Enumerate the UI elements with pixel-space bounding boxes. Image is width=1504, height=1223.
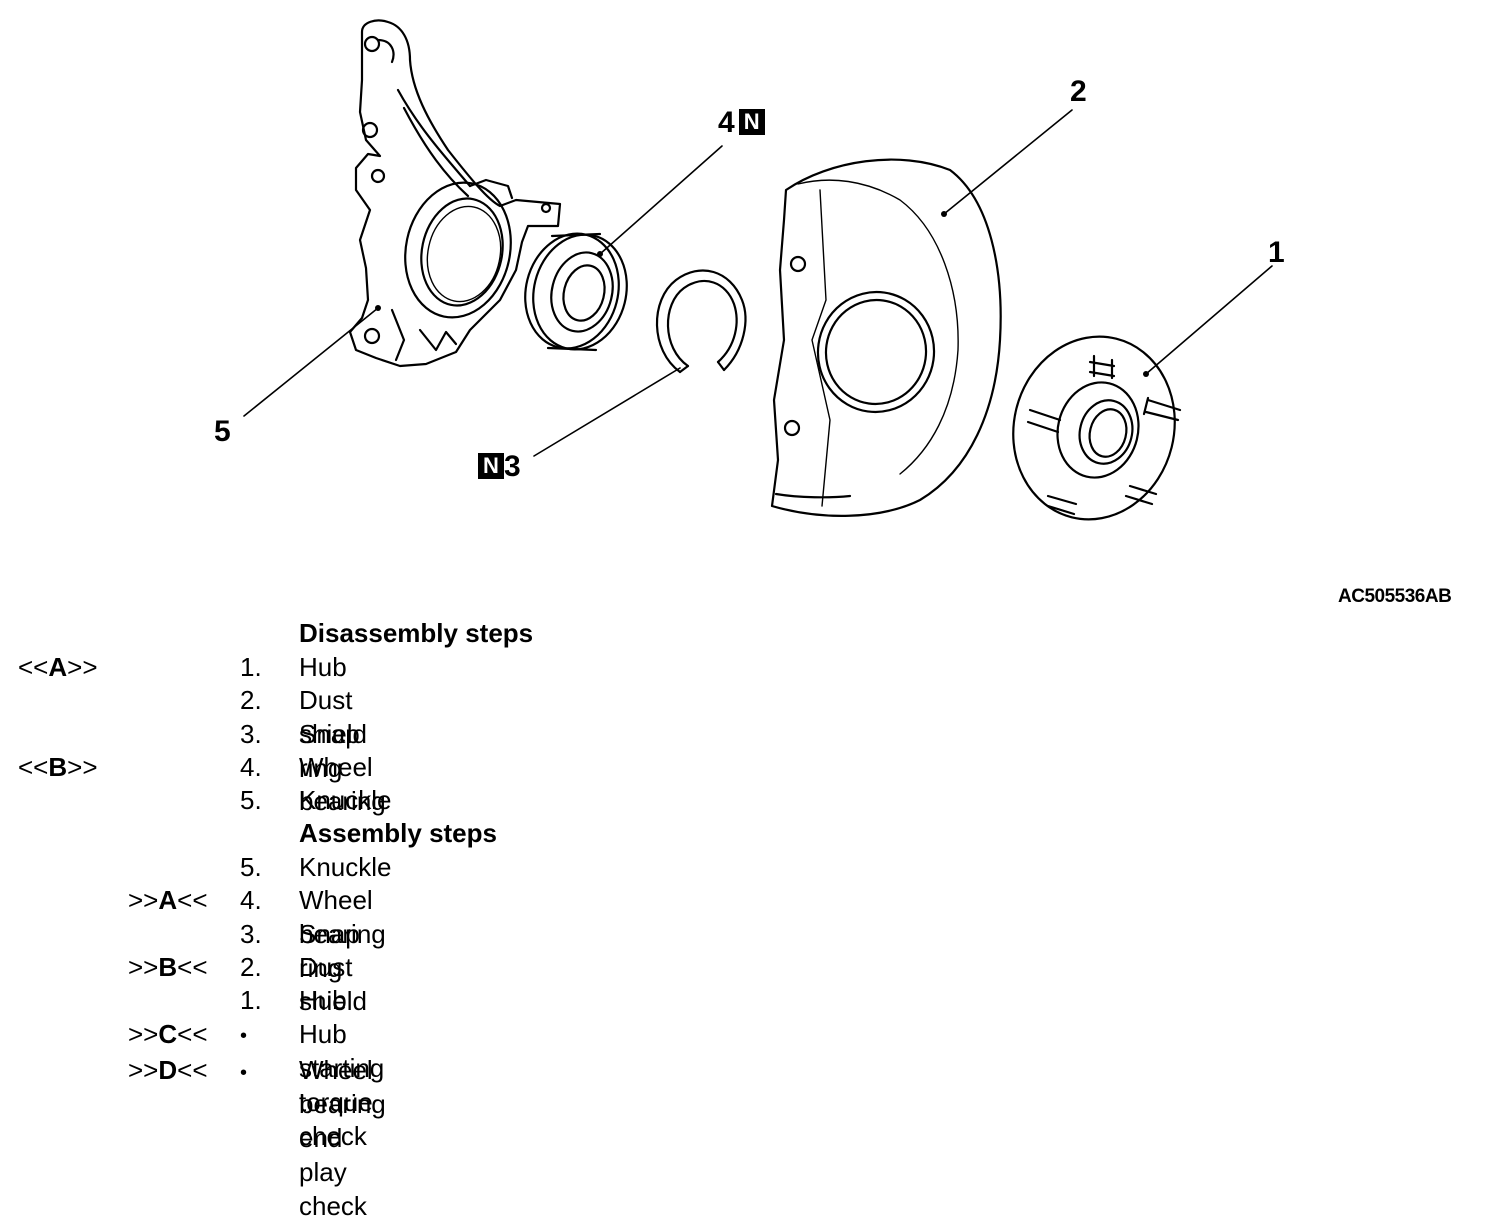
figure-id: AC505536AB xyxy=(1338,586,1452,607)
n-badge: N xyxy=(478,453,504,479)
callout-3-number: 3 xyxy=(504,450,521,483)
service-ref: >>B<< xyxy=(128,952,208,982)
step-number: 2. xyxy=(240,685,262,715)
step-number: 3. xyxy=(240,919,262,949)
assembly-heading: Assembly steps xyxy=(299,818,497,848)
hub-part xyxy=(1012,335,1182,521)
step-number: 1. xyxy=(240,652,262,682)
step-label: Knuckle xyxy=(299,852,392,882)
leader-line-3 xyxy=(533,367,681,457)
step-number: 4. xyxy=(240,885,262,915)
service-ref: <<B>> xyxy=(18,752,98,782)
exploded-view-diagram xyxy=(243,19,1273,521)
step-label: Hub xyxy=(299,985,347,1015)
callout-5: 5 xyxy=(214,415,231,448)
dust-shield-part xyxy=(770,158,1002,517)
step-label: Hub xyxy=(299,652,347,682)
step-number: 3. xyxy=(240,719,262,749)
step-label: Wheel bearing xyxy=(299,752,386,816)
n-badge: N xyxy=(738,109,765,135)
bullet-icon: • xyxy=(240,1062,248,1084)
wheel-bearing-part xyxy=(524,232,628,352)
step-label: Wheel bearing end play check xyxy=(299,1055,386,1221)
leader-line-4 xyxy=(599,145,723,255)
service-ref: >>D<< xyxy=(128,1055,208,1085)
step-label: Wheel bearing xyxy=(299,885,386,949)
service-ref: >>C<< xyxy=(128,1019,208,1049)
service-ref: <<A>> xyxy=(18,652,98,682)
step-number: 5. xyxy=(240,852,262,882)
step-number: 1. xyxy=(240,985,262,1015)
step-label: Dust shield xyxy=(299,952,367,1016)
leader-line-2 xyxy=(943,109,1073,215)
step-number: 4. xyxy=(240,752,262,782)
step-label: Hub starting torque check xyxy=(299,1019,385,1151)
step-label: Snap ring xyxy=(299,719,360,783)
callout-2: 2 xyxy=(1070,75,1087,108)
callout-4-number: 4 xyxy=(718,106,735,139)
step-number: 5. xyxy=(240,785,262,815)
step-label: Snap ring xyxy=(299,919,360,983)
disassembly-heading: Disassembly steps xyxy=(299,618,534,648)
step-number: 2. xyxy=(240,952,262,982)
knuckle-part xyxy=(348,19,562,368)
snap-ring-part xyxy=(655,269,747,374)
step-label: Knuckle xyxy=(299,785,392,815)
service-ref: >>A<< xyxy=(128,885,208,915)
bullet-icon: • xyxy=(240,1025,248,1047)
callout-1: 1 xyxy=(1268,236,1285,269)
leader-line-1 xyxy=(1145,265,1273,375)
step-label: Dust shield xyxy=(299,685,367,749)
leader-line-5 xyxy=(243,307,379,417)
